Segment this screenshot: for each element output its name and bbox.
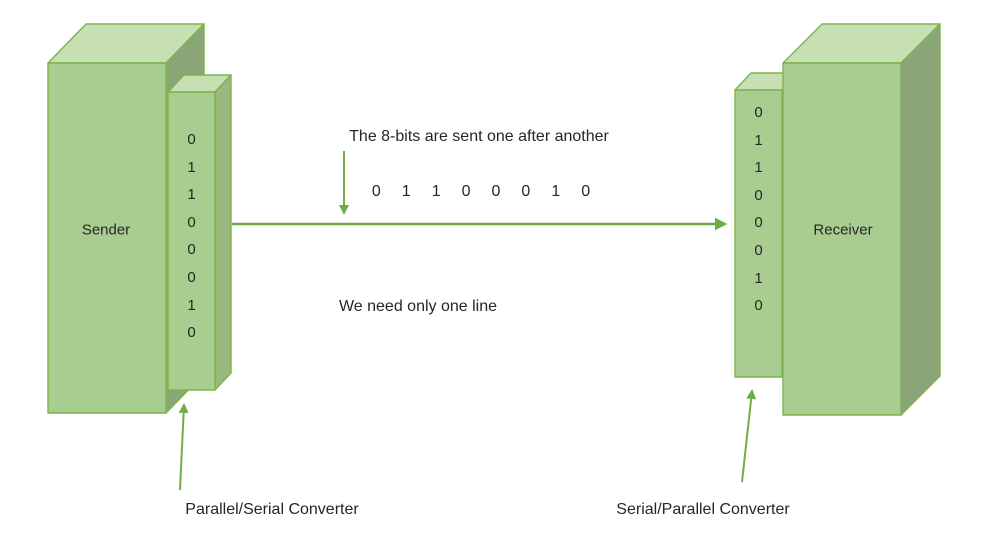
parallel-serial-converter-label: Parallel/Serial Converter [185,501,359,518]
serial-bit: 0 [491,183,501,200]
bit: 0 [187,241,196,259]
bit: 0 [187,268,196,286]
bottom-annotation-text: We need only one line [338,298,498,315]
receiver-box [782,23,941,416]
serial-bit: 1 [431,183,441,200]
bit: 0 [187,324,196,342]
sender-box-front-face [47,62,167,414]
bit: 0 [187,213,196,231]
serial-bit: 0 [581,183,591,200]
right-converter-pointer-arrow [741,389,757,483]
bit: 1 [187,158,196,176]
bit: 0 [754,214,763,232]
bit: 1 [754,159,763,177]
bit: 0 [754,297,763,315]
receiver-box-side-face [900,23,941,416]
serial-bits-row: 0 1 1 0 0 0 1 0 [372,183,590,201]
bit: 1 [754,131,763,149]
left-converter-front-face [167,91,216,391]
sender-parallel-bits: 0 1 1 0 0 0 1 0 [168,126,215,347]
serial-bit: 0 [521,183,531,200]
left-converter-side-face [214,74,232,391]
serial-parallel-converter-label: Serial/Parallel Converter [616,501,790,518]
bit: 0 [187,131,196,148]
bit: 1 [187,186,196,204]
top-annotation-text: The 8-bits are sent one after another [349,128,609,145]
bit: 1 [187,296,196,314]
bit: 0 [754,186,763,204]
receiver-box-front-face [782,62,902,416]
receiver-label: Receiver [813,221,873,239]
bit: 0 [754,104,763,121]
parallel-serial-converter-box [167,74,232,391]
sender-label: Sender [81,221,131,239]
bit: 1 [754,269,763,287]
serial-bit: 0 [461,183,471,200]
serial-bit: 1 [551,183,561,200]
serial-bit: 0 [371,183,381,200]
left-converter-pointer-arrow [178,403,189,491]
right-converter-front-face [734,89,783,378]
receiver-parallel-bits: 0 1 1 0 0 0 1 0 [735,99,782,320]
serial-bit: 1 [401,183,411,200]
serial-parallel-converter-box [734,72,799,378]
bit: 0 [754,241,763,259]
